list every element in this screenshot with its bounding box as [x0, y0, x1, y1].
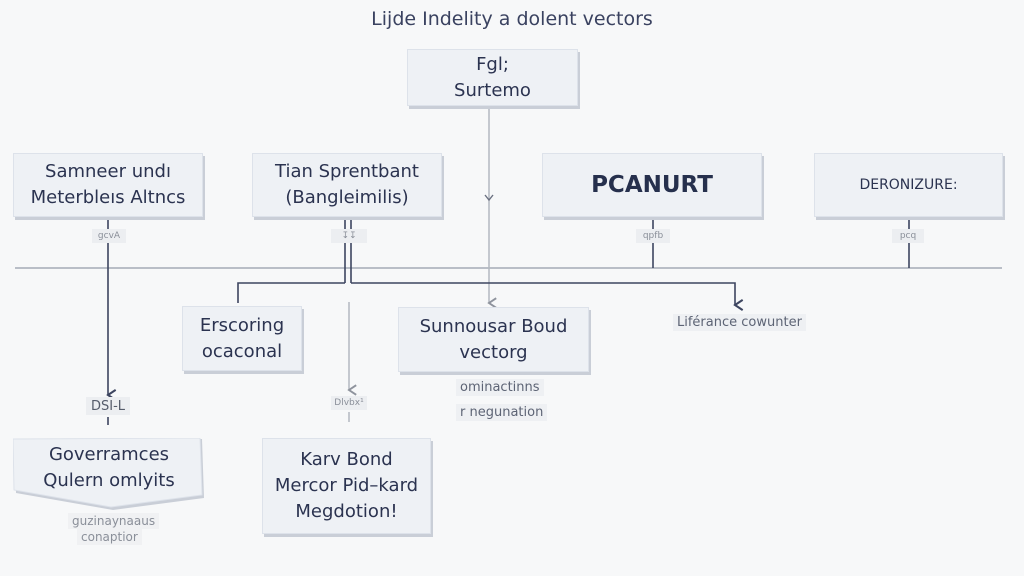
node-label: Fgl; — [476, 53, 509, 75]
tag-dsil: DSI-L — [86, 397, 130, 415]
pentagon-shape — [13, 438, 204, 510]
note-ominactions: ominactinns — [456, 379, 544, 396]
node-label: Sunnousar Boud — [419, 315, 568, 337]
tag-deronizure: pcq — [892, 229, 924, 243]
node-karv[interactable]: Karv Bond Mercor Pid–kard Megdotion! — [262, 438, 431, 534]
note-conaptior: conaptior — [77, 529, 142, 545]
note-liferance: Liférance cowunter — [673, 314, 806, 331]
node-label: Goverramces — [48, 444, 170, 465]
node-label: Karv Bond — [300, 449, 393, 470]
tag-tian: ↧↧ — [331, 229, 367, 243]
node-label: Mercor Pid–kard — [274, 475, 419, 496]
node-label: Surtemo — [454, 79, 531, 101]
node-sunnousar[interactable]: Sunnousar Boud vectorg — [398, 307, 589, 372]
node-label: Tian Sprentbant — [275, 161, 419, 182]
node-label: Qulern omlyits — [43, 470, 175, 491]
node-erscoring[interactable]: Erscoring ocaconal — [182, 306, 302, 371]
node-deronizure[interactable]: DERONIZURE: — [814, 153, 1003, 217]
node-label: vectorg — [459, 341, 528, 363]
wire-tian-to-liferance — [351, 282, 744, 311]
node-tian[interactable]: Tian Sprentbant (Bangleimilis) — [252, 153, 442, 217]
node-system-top[interactable]: Fgl; Surtemo — [407, 49, 578, 106]
node-governances[interactable]: Goverramces Qulern omlyits — [13, 438, 205, 510]
node-label: Meterbleıs Altncs — [30, 187, 186, 208]
arrow-mid-top — [484, 194, 494, 202]
tag-samneer: gcvA — [92, 229, 126, 243]
wire-tian-to-erscoring — [237, 282, 345, 303]
note-negotiation: r negunation — [456, 404, 548, 421]
diagram-title: Lijde Indelity a dolent vectors — [371, 8, 653, 30]
node-pcanurt[interactable]: PCANURT — [542, 153, 762, 217]
note-guzinay: guzinaynaaus — [68, 513, 160, 529]
node-label: DERONIZURE: — [859, 177, 958, 193]
tag-pcanurt: qpfb — [636, 229, 670, 243]
node-label: PCANURT — [591, 172, 713, 198]
node-label: Samneer undı — [45, 161, 171, 182]
node-label: ocaconal — [201, 340, 283, 362]
node-label: Erscoring — [199, 314, 285, 336]
node-label: (Bangleimilis) — [285, 187, 409, 208]
node-label: Megdotion! — [295, 501, 398, 522]
node-samneer[interactable]: Samneer undı Meterbleıs Altncs — [13, 153, 203, 217]
tag-middle: Dlvbx¹ — [331, 396, 367, 410]
